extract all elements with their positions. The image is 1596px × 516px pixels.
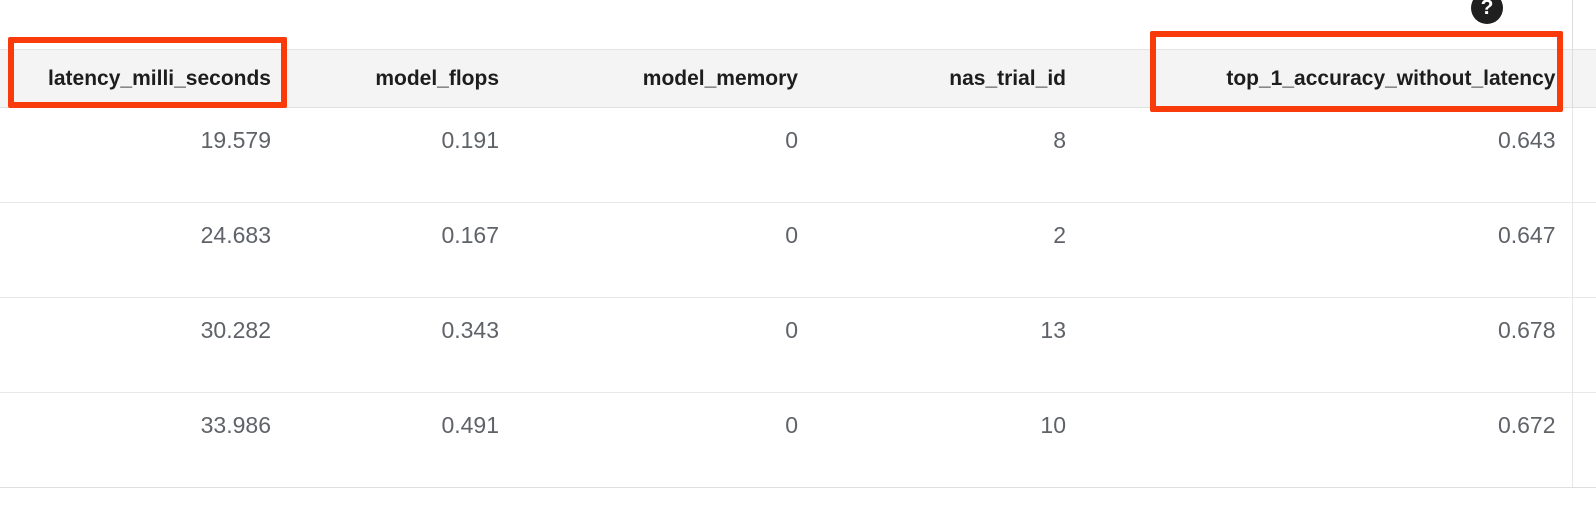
- column-header-nas_trial_id[interactable]: nas_trial_id: [814, 49, 1082, 108]
- cell-next_column: [1571, 107, 1596, 203]
- cell-model_memory: 0: [515, 297, 814, 393]
- cell-model_flops: 0.167: [287, 202, 515, 298]
- column-header-model_flops[interactable]: model_flops: [287, 49, 515, 108]
- column-header-model_memory[interactable]: model_memory: [515, 49, 814, 108]
- cell-next_column: [1571, 202, 1596, 298]
- cell-model_memory: 0: [515, 392, 814, 488]
- cell-next_column: [1571, 392, 1596, 488]
- cell-model_flops: 0.191: [287, 107, 515, 203]
- header-column-divider: [1572, 0, 1573, 49]
- cell-top_1_accuracy_without_latency: 0.672: [1082, 392, 1572, 488]
- cell-model_flops: 0.491: [287, 392, 515, 488]
- cell-top_1_accuracy_without_latency: 0.643: [1082, 107, 1572, 203]
- cell-latency_milli_seconds: 33.986: [0, 392, 287, 488]
- cell-model_flops: 0.343: [287, 297, 515, 393]
- column-header-latency_milli_seconds[interactable]: latency_milli_seconds: [0, 49, 287, 108]
- cell-nas_trial_id: 13: [814, 297, 1082, 393]
- cell-latency_milli_seconds: 30.282: [0, 297, 287, 393]
- cell-nas_trial_id: 8: [814, 107, 1082, 203]
- cell-nas_trial_id: 2: [814, 202, 1082, 298]
- cell-top_1_accuracy_without_latency: 0.678: [1082, 297, 1572, 393]
- help-icon[interactable]: ?: [1471, 0, 1503, 24]
- cell-next_column: [1571, 297, 1596, 393]
- column-header-next_column[interactable]: [1571, 49, 1596, 108]
- cell-model_memory: 0: [515, 107, 814, 203]
- cell-top_1_accuracy_without_latency: 0.647: [1082, 202, 1572, 298]
- column-header-top_1_accuracy_without_latency[interactable]: top_1_accuracy_without_latency: [1082, 49, 1572, 108]
- cell-nas_trial_id: 10: [814, 392, 1082, 488]
- cell-latency_milli_seconds: 24.683: [0, 202, 287, 298]
- cell-latency_milli_seconds: 19.579: [0, 107, 287, 203]
- cell-model_memory: 0: [515, 202, 814, 298]
